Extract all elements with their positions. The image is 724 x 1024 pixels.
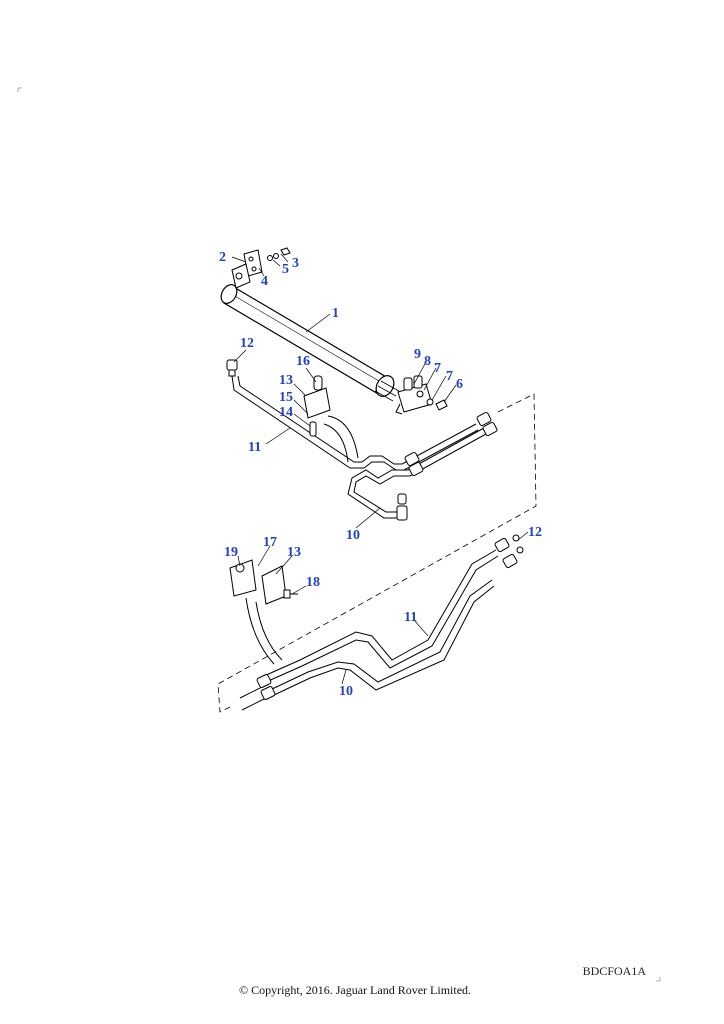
callout-10-upper: 10 xyxy=(346,528,360,543)
clamp-assembly-upper xyxy=(303,375,359,463)
callout-12-upper: 12 xyxy=(240,336,254,351)
callout-10-lower: 10 xyxy=(339,684,353,699)
callout-3: 3 xyxy=(292,256,299,271)
pipe-10-lower xyxy=(269,579,495,697)
callout-13-lower: 13 xyxy=(287,545,301,560)
callout-16: 16 xyxy=(296,354,310,369)
callout-15: 15 xyxy=(279,390,293,405)
callout-1: 1 xyxy=(332,306,339,321)
callout-8: 8 xyxy=(424,354,431,369)
continuation-dashes xyxy=(217,393,537,713)
callout-labels: 1 2 3 4 5 6 7 7 8 9 10 10 11 11 12 12 13… xyxy=(219,250,542,699)
drawing-code: BDCFOA1A xyxy=(582,964,646,978)
upper-hose-connectors xyxy=(404,411,498,477)
cooler-right-fittings xyxy=(395,375,448,415)
callout-7b: 7 xyxy=(434,361,441,376)
callout-5: 5 xyxy=(282,262,289,277)
cooler-left-bracket xyxy=(231,247,291,289)
callout-9: 9 xyxy=(414,347,421,362)
callout-14: 14 xyxy=(279,405,293,420)
callout-17: 17 xyxy=(263,535,277,550)
callout-12-lower: 12 xyxy=(528,525,542,540)
callout-19: 19 xyxy=(224,545,238,560)
callout-2: 2 xyxy=(219,250,226,265)
leader-lines xyxy=(231,253,529,685)
copyright-notice: © Copyright, 2016. Jaguar Land Rover Lim… xyxy=(238,983,472,997)
corner-mark-top-left xyxy=(17,87,22,92)
callout-7a: 7 xyxy=(446,369,453,384)
callout-18: 18 xyxy=(306,575,320,590)
lower-left-stubs xyxy=(239,674,276,711)
callout-6: 6 xyxy=(456,377,463,392)
pipe-10-upper xyxy=(347,427,487,521)
callout-4: 4 xyxy=(261,274,268,289)
clamp-assembly-lower xyxy=(229,559,298,665)
pipe-11-upper xyxy=(231,375,479,471)
pipe-11-lower xyxy=(263,549,499,683)
oil-cooler xyxy=(220,284,400,402)
callout-11-upper: 11 xyxy=(248,440,261,455)
callout-13-upper: 13 xyxy=(279,373,293,388)
pipe-fitting-lower-right xyxy=(494,534,524,569)
pipe-fitting-top-left xyxy=(226,359,238,377)
callout-11-lower: 11 xyxy=(404,610,417,625)
corner-mark-bottom-right xyxy=(656,977,661,982)
